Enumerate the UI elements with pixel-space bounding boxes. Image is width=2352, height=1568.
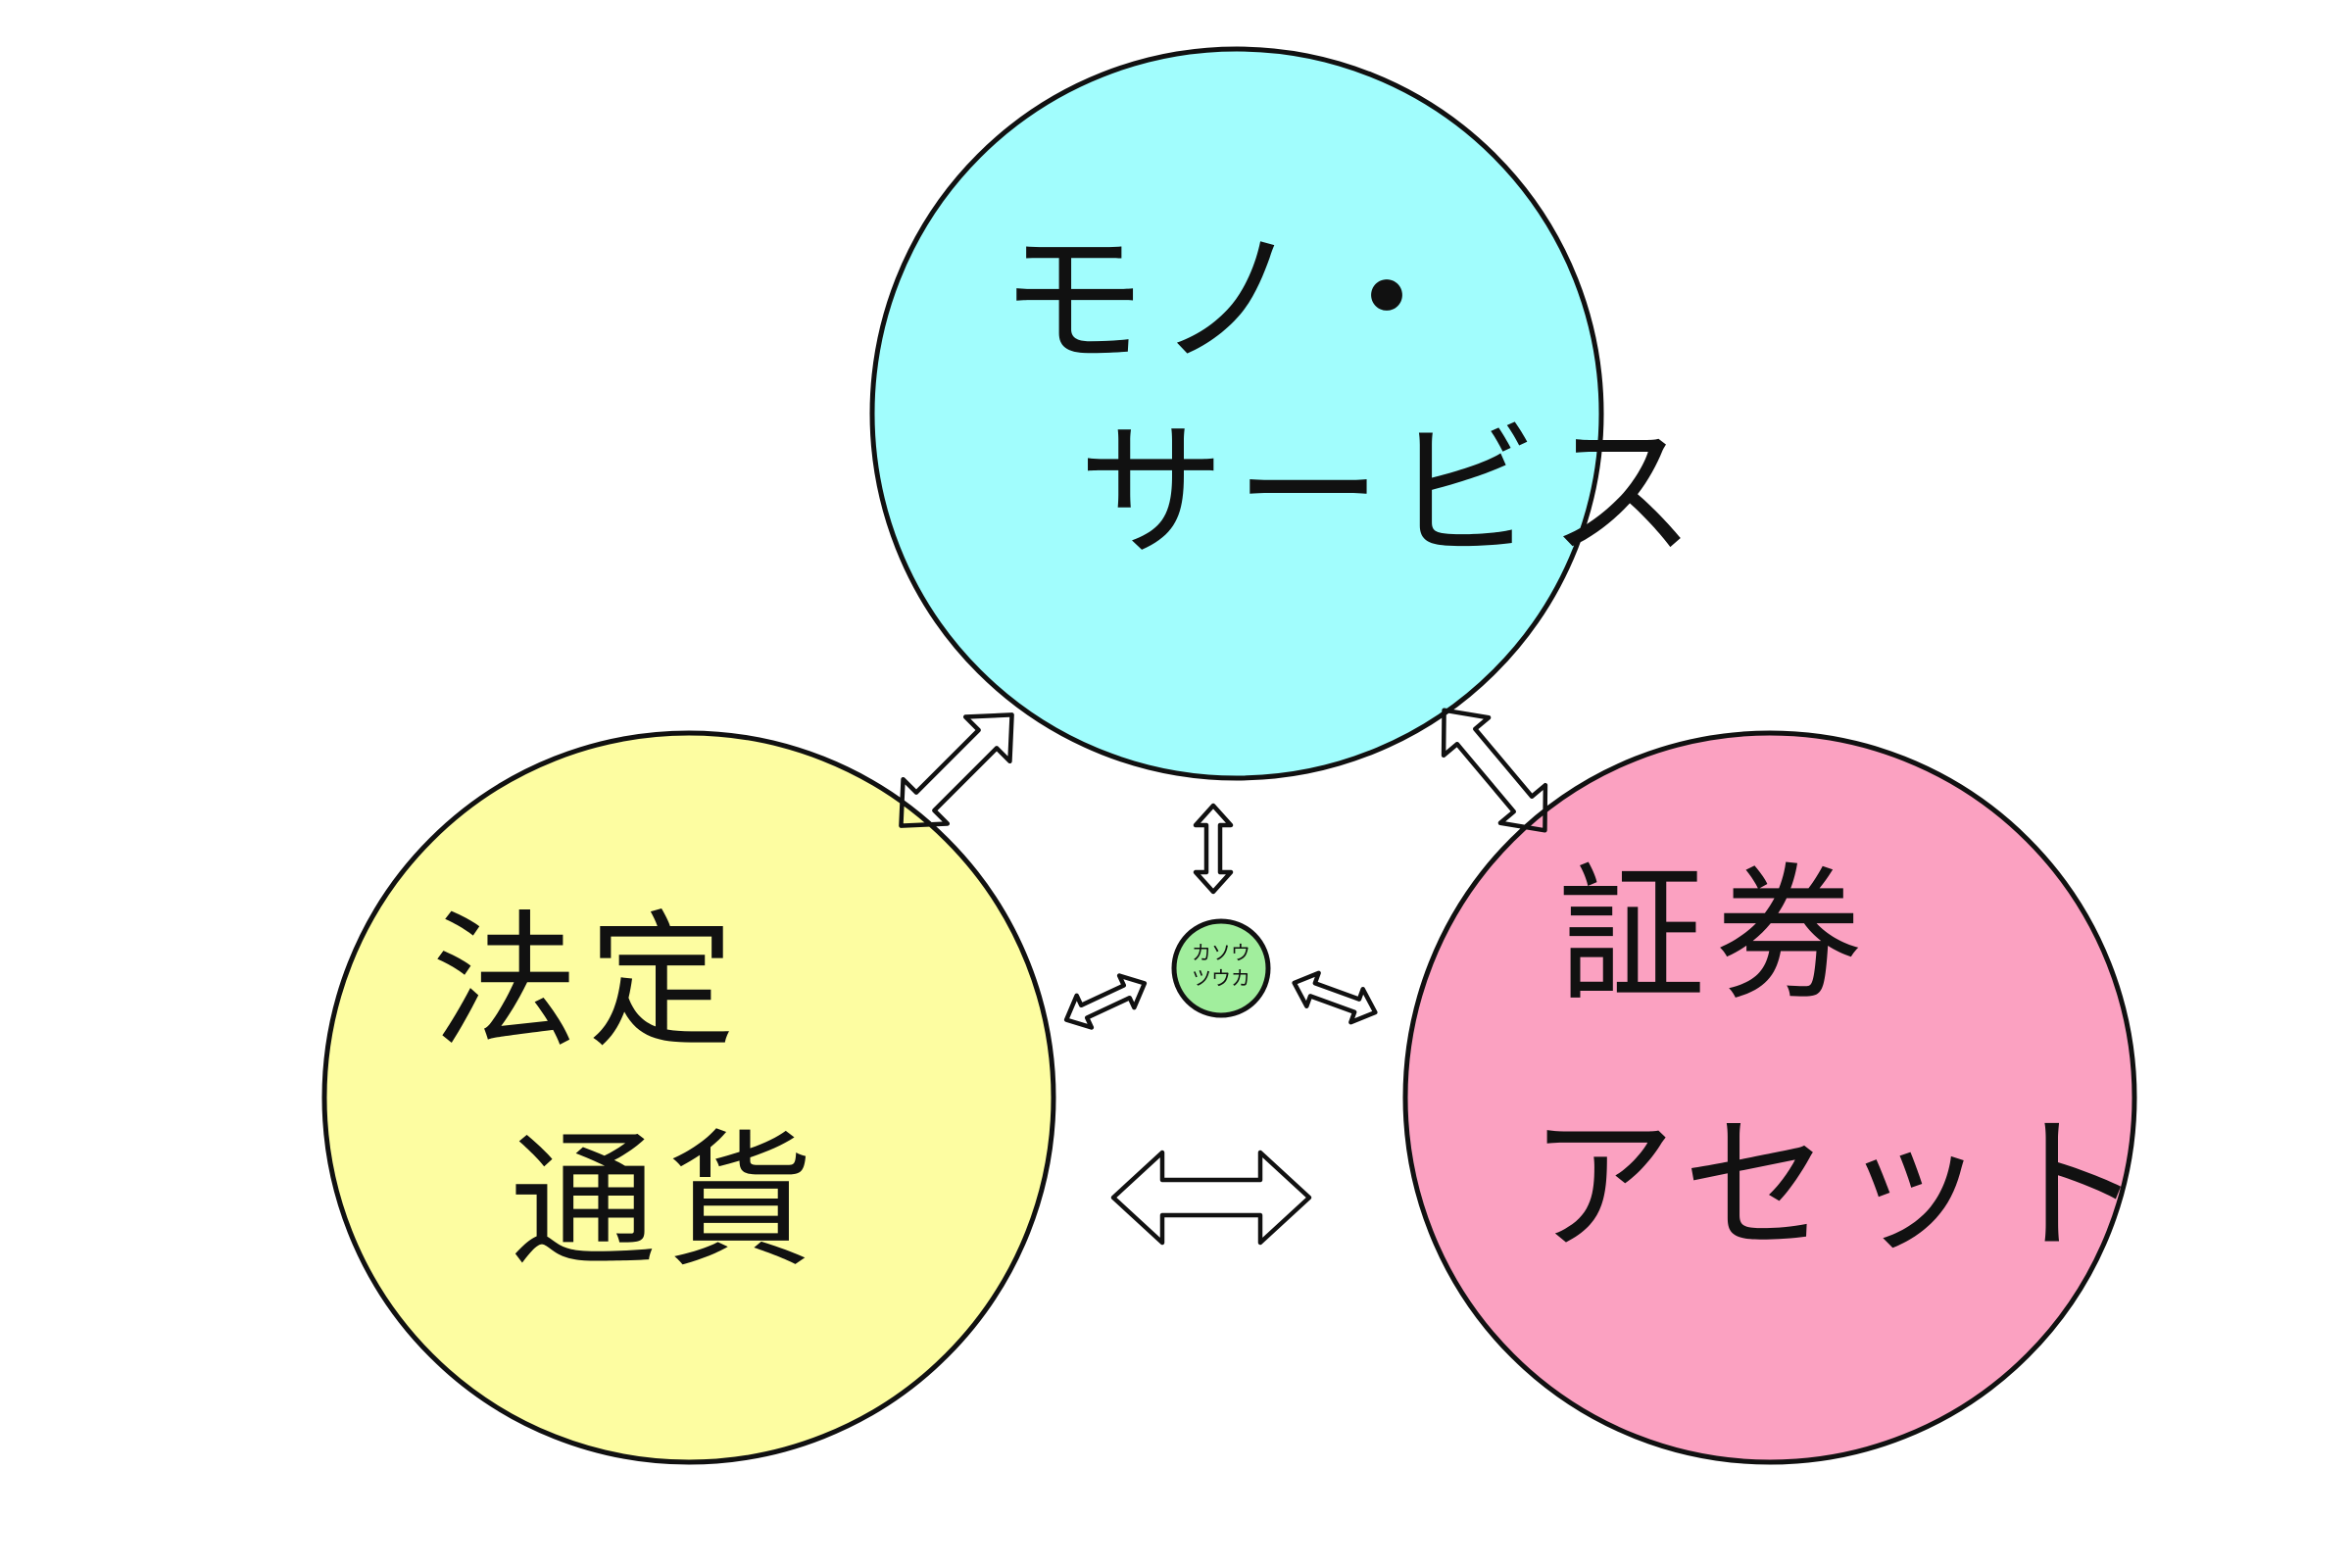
arrow-center-securities [1292,970,1378,1025]
legal-currency-circle [321,730,1056,1465]
legal-currency-label-line-1: 法定 [431,898,746,1068]
arrow-center-legal [1063,973,1148,1030]
goods-services-label-line-2: サービス [1078,408,1706,578]
arrow-goods-securities [1441,708,1548,833]
center-currency-label-line-1: カソウ [1192,941,1250,964]
goods-services-circle [869,46,1604,781]
center-currency-label-line-2: ツウカ [1192,966,1250,990]
securities-assets-label-line-1: 証券 [1558,851,1873,1021]
goods-services-label-line-1: モノ・ [1000,216,1471,386]
securities-assets-label-line-2: アセット [1529,1102,2154,1272]
arrow-center-goods [1193,803,1234,895]
arrow-legal-securities [1110,1150,1312,1246]
legal-currency-label-line-2: 通貨 [510,1117,824,1288]
securities-assets-circle [1402,730,2137,1465]
center-currency-circle [1171,918,1271,1018]
arrow-legal-goods [899,712,1014,828]
